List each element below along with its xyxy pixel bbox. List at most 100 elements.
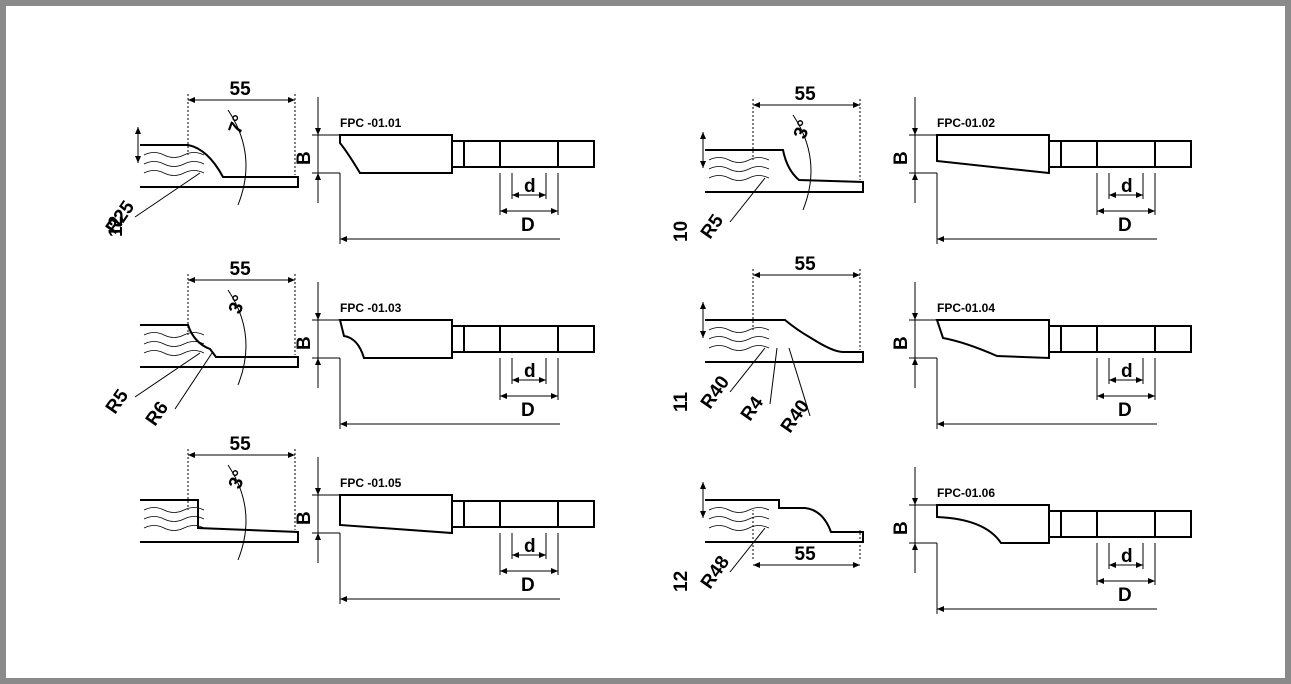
cutter-bore — [499, 500, 559, 528]
bore-big-d-label: D — [1118, 215, 1132, 236]
wood-grain — [708, 525, 770, 531]
wood-grain — [143, 170, 205, 176]
cutter-neck — [1048, 140, 1062, 168]
cutter-ring — [557, 500, 595, 528]
arrowhead — [135, 127, 141, 134]
profile-code: FPC -01.01 — [340, 116, 402, 130]
arrowhead — [912, 313, 918, 320]
cutter-profile — [936, 504, 1050, 544]
radius-label: R48 — [697, 552, 734, 593]
arrowhead — [1097, 208, 1104, 214]
bore-d-label: d — [1121, 361, 1133, 382]
arrowhead — [912, 128, 918, 135]
cutter-profile — [935, 319, 1050, 360]
profile-code: FPC -01.03 — [340, 301, 402, 315]
profile-code: FPC-01.02 — [937, 116, 995, 130]
arrowhead — [188, 97, 195, 103]
width-dimension: 55 — [230, 434, 252, 455]
bore-d-label: d — [524, 361, 536, 382]
angle-arc — [792, 114, 812, 211]
radius-leader — [788, 347, 811, 417]
arrowhead — [315, 533, 321, 540]
wood-grain — [708, 507, 770, 513]
profile-code: FPC -01.05 — [340, 476, 402, 490]
arrowhead — [853, 562, 860, 568]
radius-leader — [729, 177, 766, 223]
arrowhead — [315, 128, 321, 135]
width-dimension: 55 — [795, 254, 817, 275]
wood-grain — [143, 152, 205, 158]
b-label: B — [294, 511, 315, 525]
width-dimension: 55 — [230, 259, 252, 280]
arrowhead — [135, 156, 141, 163]
workpiece-outline — [140, 144, 299, 188]
arrowhead — [512, 377, 519, 383]
cutter-bore — [1096, 140, 1156, 168]
arrowhead — [539, 552, 546, 558]
cutter-profile — [339, 494, 453, 535]
cutter-neck — [451, 325, 465, 353]
width-dimension: 55 — [795, 84, 817, 105]
cutter-neck — [1048, 510, 1062, 538]
radius-label: R40 — [697, 372, 734, 413]
cutter-hub — [1060, 140, 1098, 168]
wood-grain — [143, 341, 205, 347]
radius-label: R5 — [697, 211, 728, 243]
wood-grain — [143, 525, 205, 531]
wood-grain — [143, 516, 205, 522]
wood-grain — [708, 166, 770, 172]
arrowhead — [700, 161, 706, 168]
wood-grain — [143, 332, 205, 338]
arrowhead — [288, 97, 295, 103]
radius-label: R6 — [142, 398, 173, 430]
angle-label: 3° — [790, 117, 816, 141]
arrowhead — [551, 568, 558, 574]
profile-code: FPC-01.04 — [937, 301, 995, 315]
bore-d-label: d — [524, 536, 536, 557]
depth-label: 12 — [671, 571, 692, 592]
arrowhead — [937, 421, 944, 427]
cutter-ring — [557, 140, 595, 168]
depth-label: 11 — [671, 391, 692, 412]
b-label: B — [891, 336, 912, 350]
workpiece-outline — [705, 319, 864, 363]
cutter-neck — [451, 140, 465, 168]
arrowhead — [551, 208, 558, 214]
arrowhead — [700, 331, 706, 338]
bore-d-label: d — [1121, 546, 1133, 567]
arrowhead — [1136, 377, 1143, 383]
cutter-neck — [1048, 325, 1062, 353]
profile-code: FPC-01.06 — [937, 486, 995, 500]
cutter-bore — [1096, 510, 1156, 538]
wood-grain — [708, 327, 770, 333]
angle-arc — [227, 109, 247, 206]
arrowhead — [1109, 562, 1116, 568]
arrowhead — [315, 358, 321, 365]
arrowhead — [315, 173, 321, 180]
width-dimension: 55 — [230, 79, 252, 100]
arrowhead — [1097, 578, 1104, 584]
arrowhead — [700, 132, 706, 139]
bore-big-d-label: D — [1118, 585, 1132, 606]
arrowhead — [288, 277, 295, 283]
width-dimension: 55 — [795, 544, 817, 565]
radius-leader — [729, 527, 766, 573]
radius-leader — [769, 347, 778, 405]
wood-grain — [143, 350, 205, 356]
cutter-ring — [1154, 325, 1192, 353]
angle-label: 7° — [225, 112, 251, 136]
b-label: B — [294, 151, 315, 165]
arrowhead — [315, 313, 321, 320]
arrowhead — [1097, 393, 1104, 399]
b-label: B — [891, 521, 912, 535]
arrowhead — [340, 421, 347, 427]
arrowhead — [539, 192, 546, 198]
cutter-bore — [499, 325, 559, 353]
cutter-ring — [1154, 510, 1192, 538]
cutter-hub — [463, 140, 501, 168]
cutter-hub — [463, 325, 501, 353]
